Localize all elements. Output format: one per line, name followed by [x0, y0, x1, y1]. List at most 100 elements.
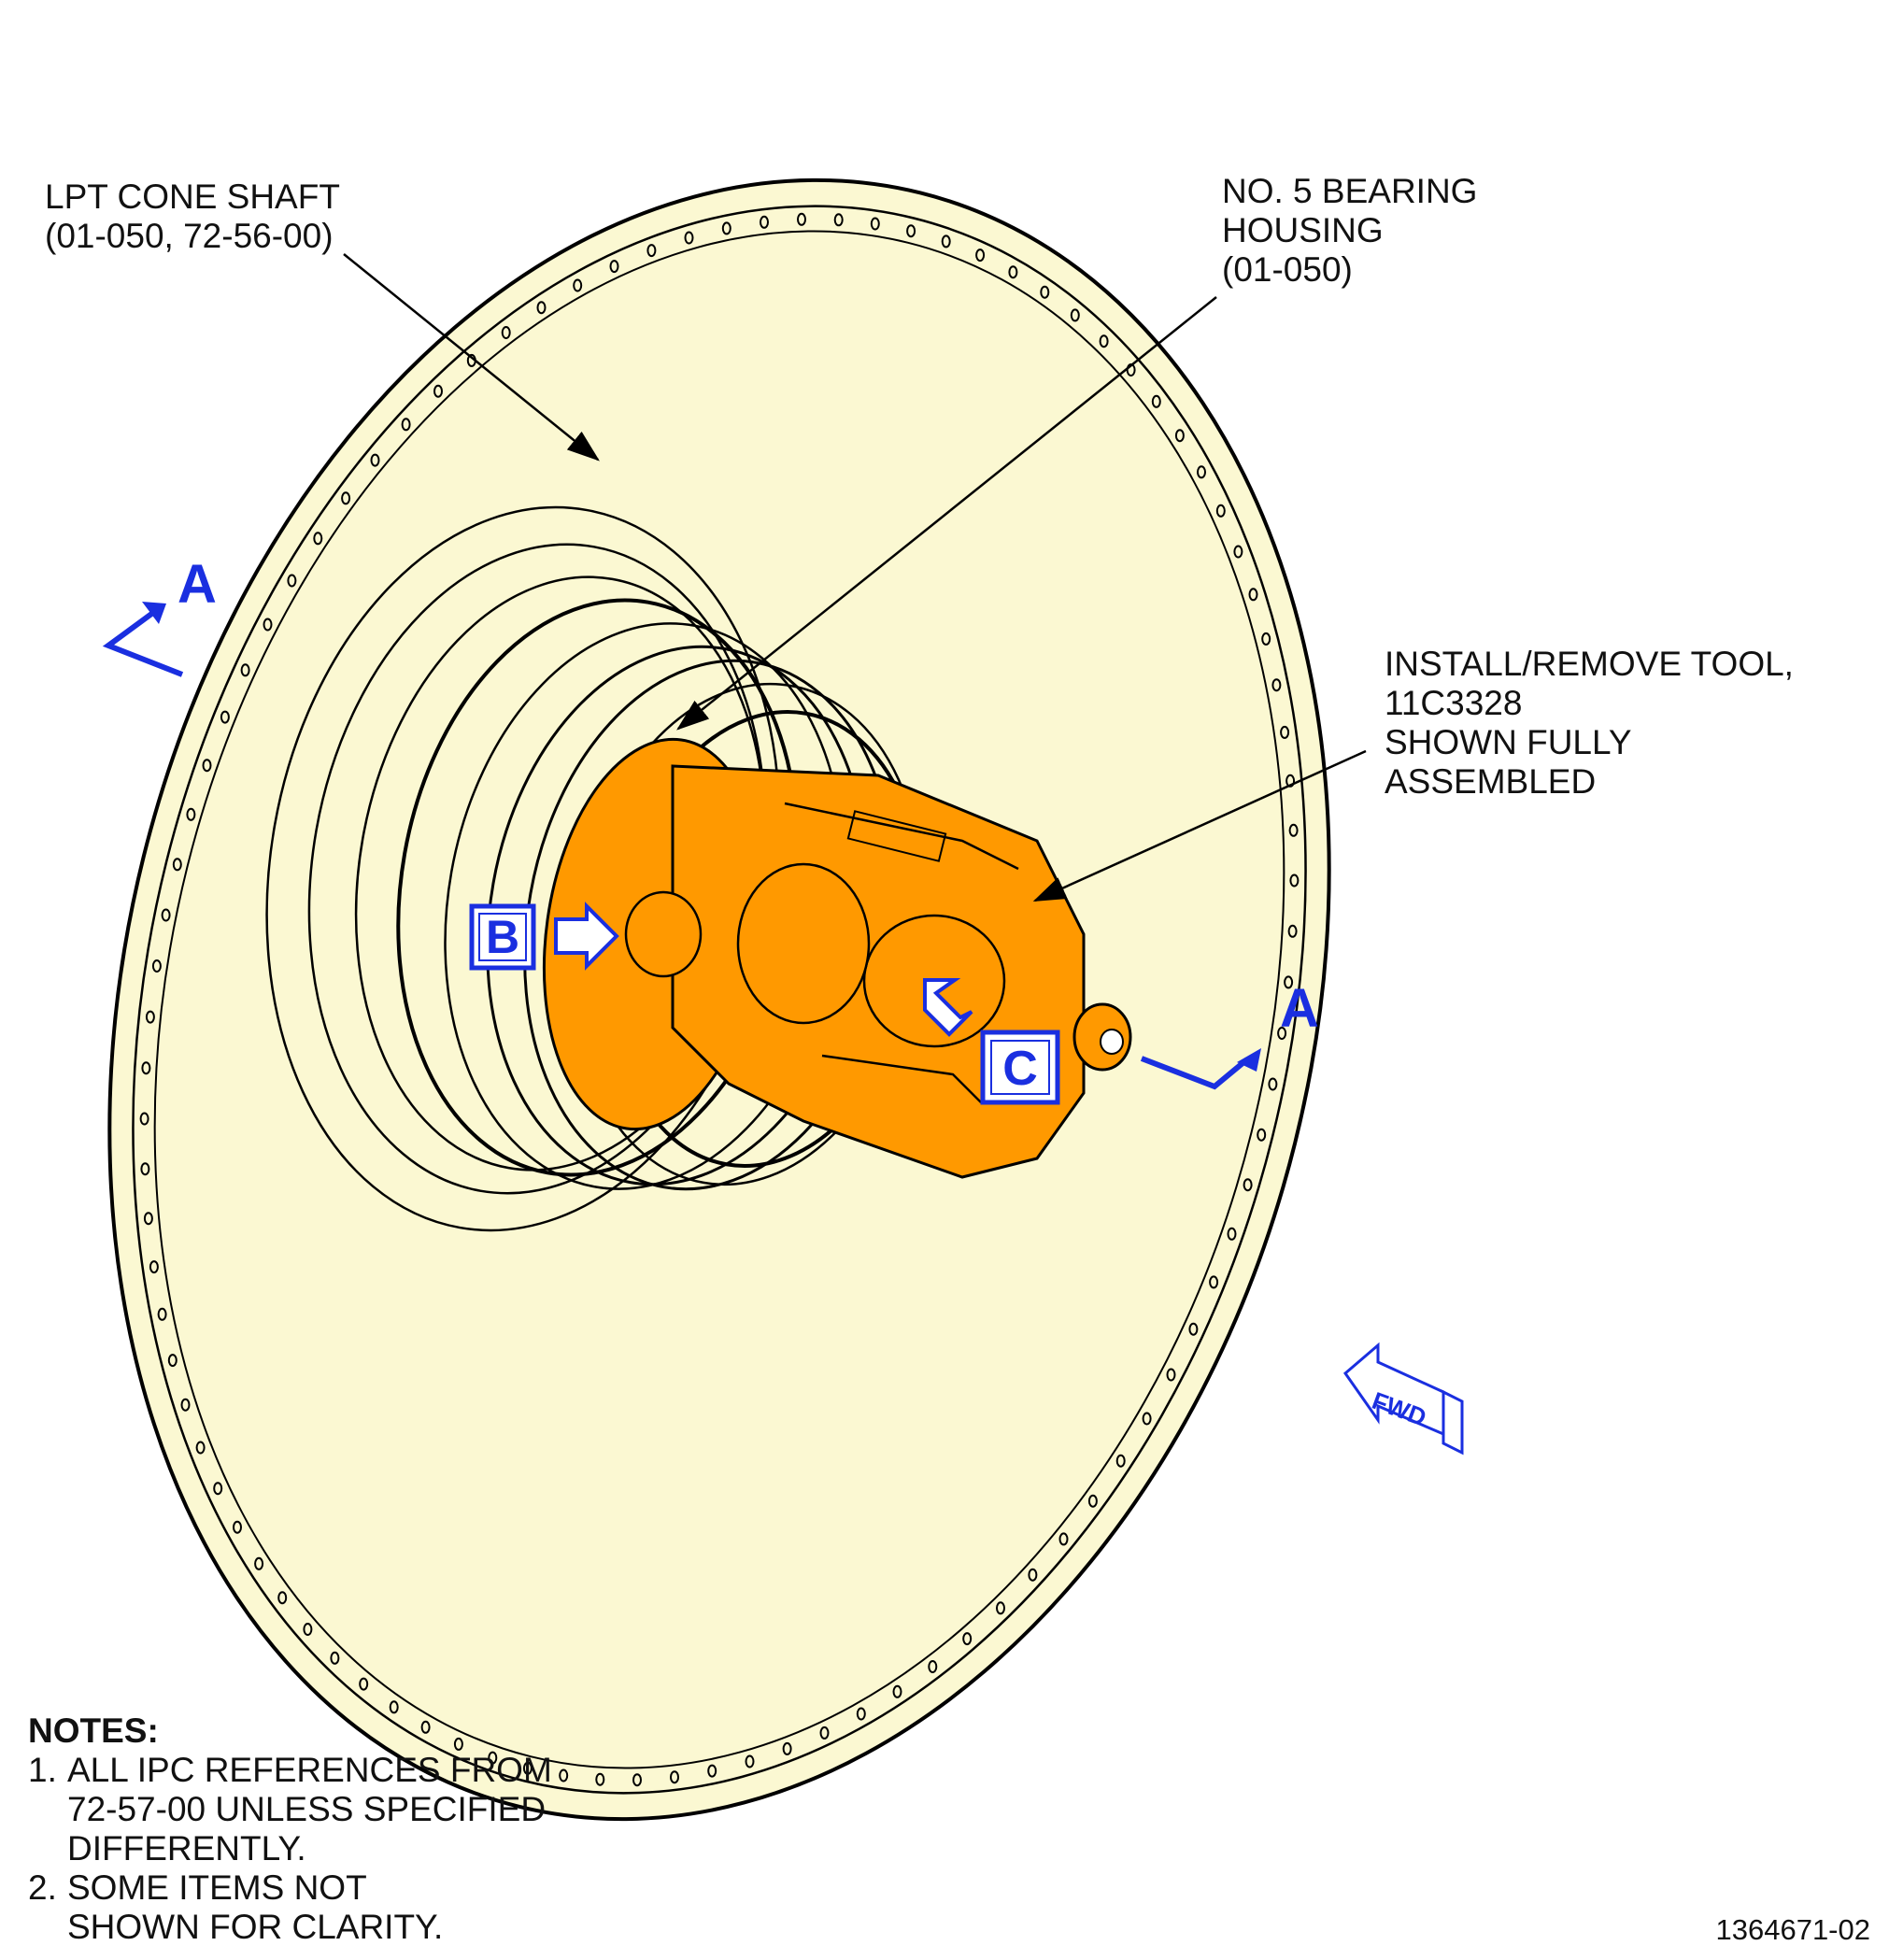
note-item: 1. ALL IPC REFERENCES FROM 72-57-00 UNLE… [28, 1751, 552, 1868]
bolt-hole [330, 1651, 340, 1665]
bolt-hole [1151, 394, 1161, 408]
bearing-housing-label: NO. 5 BEARING HOUSING (01-050) [1222, 172, 1477, 290]
detail-c-letter: C [1002, 1042, 1038, 1096]
bolt-hole [161, 908, 171, 922]
bolt-hole [1028, 1568, 1038, 1582]
bolt-hole [143, 1212, 153, 1226]
bolt-hole [1070, 308, 1080, 322]
bolt-hole [819, 1726, 830, 1740]
fwd-direction-icon [1342, 1342, 1464, 1456]
bolt-hole [797, 212, 806, 226]
bolt-hole [370, 453, 380, 467]
bolt-hole [1288, 823, 1299, 837]
section-a-letter-left: A [178, 554, 217, 615]
bolt-hole [782, 1741, 792, 1755]
label-line: (01-050) [1222, 250, 1353, 289]
bolt-hole [1257, 1128, 1267, 1142]
label-line: INSTALL/REMOVE TOOL, [1385, 645, 1794, 683]
leader-bearing-housing [676, 296, 1217, 731]
bolt-hole [856, 1707, 866, 1721]
detail-c-callout [923, 978, 1060, 1105]
bolt-hole [141, 1061, 151, 1075]
bolt-hole [1040, 285, 1050, 299]
leader-tool [1032, 749, 1367, 902]
note-number: 2. [28, 1868, 57, 1907]
bolt-hole [975, 249, 986, 263]
bolt-hole [745, 1754, 755, 1768]
bolt-hole [1115, 1454, 1126, 1468]
bolt-hole [213, 1482, 223, 1496]
bolt-hole [996, 1601, 1005, 1615]
bolt-hole [1271, 678, 1282, 692]
section-a-letter-right: A [1280, 978, 1319, 1039]
bolt-hole [1280, 725, 1290, 739]
bolt-hole [595, 1772, 605, 1786]
bolt-hole [287, 574, 297, 588]
note-line: SOME ITEMS NOT [67, 1868, 367, 1907]
bolt-hole [1008, 265, 1018, 279]
bolt-hole [202, 759, 212, 773]
bolt-hole [1268, 1077, 1278, 1091]
label-line: HOUSING [1222, 211, 1384, 249]
bolt-hole [1248, 588, 1258, 602]
note-number: 1. [28, 1751, 57, 1789]
bolt-hole [1233, 545, 1243, 559]
lpt-cone-shaft-label: LPT CONE SHAFT (01-050, 72-56-00) [45, 178, 340, 256]
bolt-hole [892, 1684, 902, 1698]
bolt-hole [522, 1761, 533, 1775]
bolt-hole [453, 1737, 463, 1751]
bolt-hole [1099, 334, 1109, 348]
bolt-hole [1284, 975, 1294, 989]
bolt-hole [180, 1398, 191, 1412]
bolt-hole [433, 384, 443, 398]
disk-bolt-holes [139, 212, 1300, 1787]
note-line: 72-57-00 UNLESS SPECIFIED [67, 1790, 547, 1828]
bolt-hole [263, 618, 273, 632]
bolt-hole [632, 1773, 642, 1787]
bolt-hole [401, 418, 411, 432]
label-line: SHOWN FULLY [1385, 723, 1632, 761]
bolt-hole [684, 231, 694, 245]
note-line: DIFFERENTLY. [67, 1829, 306, 1868]
bolt-hole [928, 1660, 938, 1673]
bolt-hole [707, 1764, 717, 1778]
bolt-hole [220, 710, 230, 724]
bolt-hole [389, 1700, 399, 1714]
bolt-hole [420, 1720, 431, 1734]
bolt-hole [157, 1307, 167, 1321]
bolt-hole [254, 1556, 264, 1570]
bolt-hole [1261, 632, 1271, 646]
bolt-hole [140, 1162, 150, 1176]
bolt-hole [962, 1632, 973, 1646]
label-line: 11C3328 [1385, 684, 1523, 722]
tool-label: INSTALL/REMOVE TOOL, 11C3328 SHOWN FULLY… [1385, 645, 1794, 802]
bolt-hole [941, 234, 951, 249]
note-item: 2. SOME ITEMS NOT SHOWN FOR CLARITY. [28, 1868, 552, 1947]
bolt-hole [233, 1520, 242, 1534]
bolt-hole [609, 260, 619, 274]
bolt-hole [1209, 1275, 1219, 1289]
detail-b-letter: B [485, 911, 520, 963]
bolt-hole [1287, 924, 1298, 938]
label-line: (01-050, 72-56-00) [45, 217, 334, 255]
label-line: LPT CONE SHAFT [45, 178, 340, 216]
bolt-hole [167, 1354, 178, 1368]
bolt-hole [573, 278, 583, 292]
bolt-hole [139, 1112, 149, 1126]
bolt-hole [341, 491, 351, 505]
bolt-hole [488, 1751, 498, 1765]
bolt-hole [277, 1591, 288, 1605]
note-line: SHOWN FOR CLARITY. [67, 1908, 444, 1946]
bolt-hole [240, 663, 250, 677]
detail-b-callout [469, 902, 619, 971]
notes-title: NOTES: [28, 1711, 159, 1750]
bolt-hole [313, 532, 323, 546]
bolt-hole [559, 1768, 569, 1782]
section-a-marker-left [102, 602, 184, 677]
bolt-hole [303, 1623, 313, 1636]
bolt-hole [870, 217, 880, 231]
label-line: ASSEMBLED [1385, 762, 1597, 801]
bolt-hole [1289, 873, 1300, 888]
bolt-hole [1227, 1227, 1237, 1241]
